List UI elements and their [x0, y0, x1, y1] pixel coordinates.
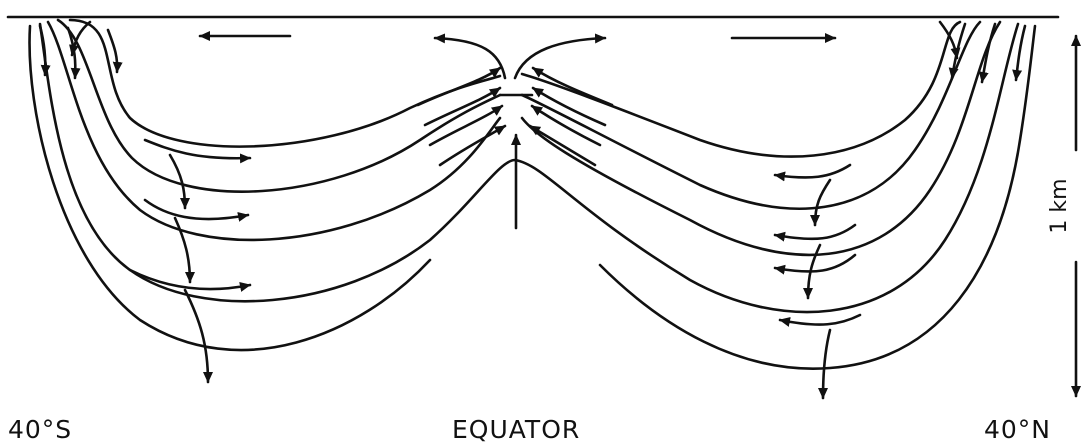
converging-flow-arrow — [530, 104, 602, 147]
streamline-2 — [56, 18, 982, 210]
downwelling-arrow — [938, 20, 961, 60]
depth-scale: 1 km — [1047, 34, 1081, 398]
equatorial-upwelling — [416, 66, 614, 230]
converging-flow-arrow — [531, 86, 607, 127]
downwelling-arrow — [978, 22, 997, 84]
depth-scale-label: 1 km — [1047, 178, 1072, 233]
streamlines — [28, 18, 1037, 370]
label-equator: EQUATOR — [452, 415, 581, 444]
label-40n: 40°N — [984, 415, 1052, 444]
downwelling-arrow — [106, 28, 123, 74]
sinking-arrow — [173, 216, 195, 284]
lateral-arrow — [773, 223, 857, 242]
sinking-arrow — [810, 178, 832, 227]
lateral-arrow — [143, 198, 250, 222]
sinking-arrow — [818, 328, 832, 400]
downwelling-arrow — [38, 24, 51, 77]
lateral-arrow — [773, 163, 852, 182]
converging-flow-arrow — [416, 66, 502, 107]
lateral-arrow — [773, 253, 857, 275]
sinking-arrow — [183, 288, 213, 384]
downwelling-arrow — [69, 20, 92, 57]
equatorial-divergence-right-arrow — [513, 33, 607, 80]
converging-flow-arrow — [438, 124, 507, 167]
downwelling-arrow — [1012, 24, 1027, 82]
downwelling-arrows-south — [38, 20, 123, 80]
converging-flow-arrow — [423, 86, 502, 127]
sinking-arrow — [803, 243, 822, 300]
downwelling-arrows-north — [938, 20, 1027, 84]
converging-flow-arrow — [428, 104, 504, 147]
lateral-arrow — [143, 138, 252, 164]
streamline-4 — [38, 22, 1020, 314]
subsurface-arrows-north — [773, 163, 862, 400]
lateral-arrow — [778, 313, 862, 327]
streamline-3 — [46, 20, 1002, 257]
sinking-arrow — [168, 153, 190, 210]
equatorial-divergence-left-arrow — [433, 33, 507, 80]
streamline-5 — [28, 24, 1037, 370]
converging-flow-arrow — [531, 66, 614, 107]
converging-flow-arrow — [528, 124, 597, 167]
lateral-arrow — [128, 268, 252, 292]
subsurface-arrows-south — [128, 138, 252, 384]
label-40s: 40°S — [8, 415, 73, 444]
surface-flow-arrows — [198, 31, 837, 80]
